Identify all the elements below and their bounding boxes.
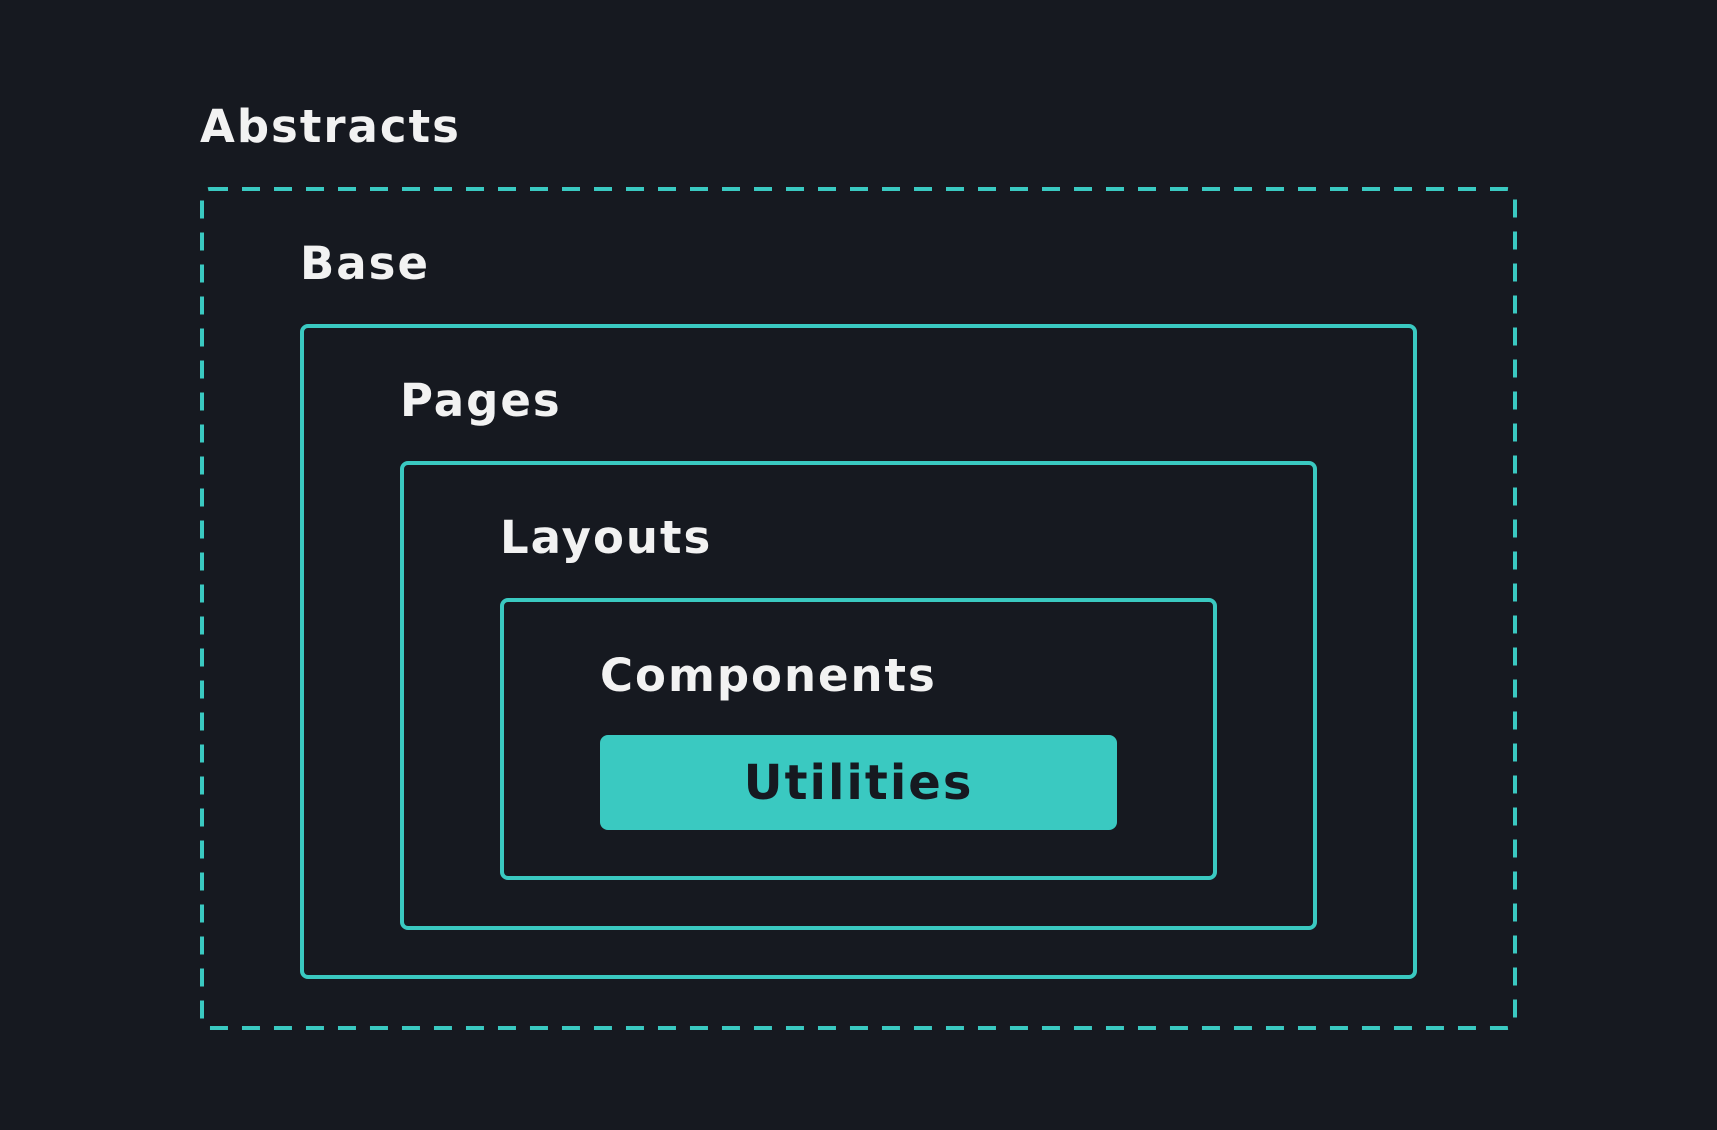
utilities-block: Utilities [600, 735, 1117, 830]
base-label: Base [300, 237, 430, 290]
utilities-label: Utilities [743, 754, 974, 811]
components-label: Components [600, 649, 937, 702]
abstracts-label: Abstracts [200, 100, 461, 153]
pages-label: Pages [400, 374, 562, 427]
layouts-label: Layouts [500, 511, 713, 564]
abstracts-frame [200, 187, 1517, 1030]
base-box [300, 324, 1417, 979]
layouts-box [500, 598, 1217, 880]
pages-box [400, 461, 1317, 930]
